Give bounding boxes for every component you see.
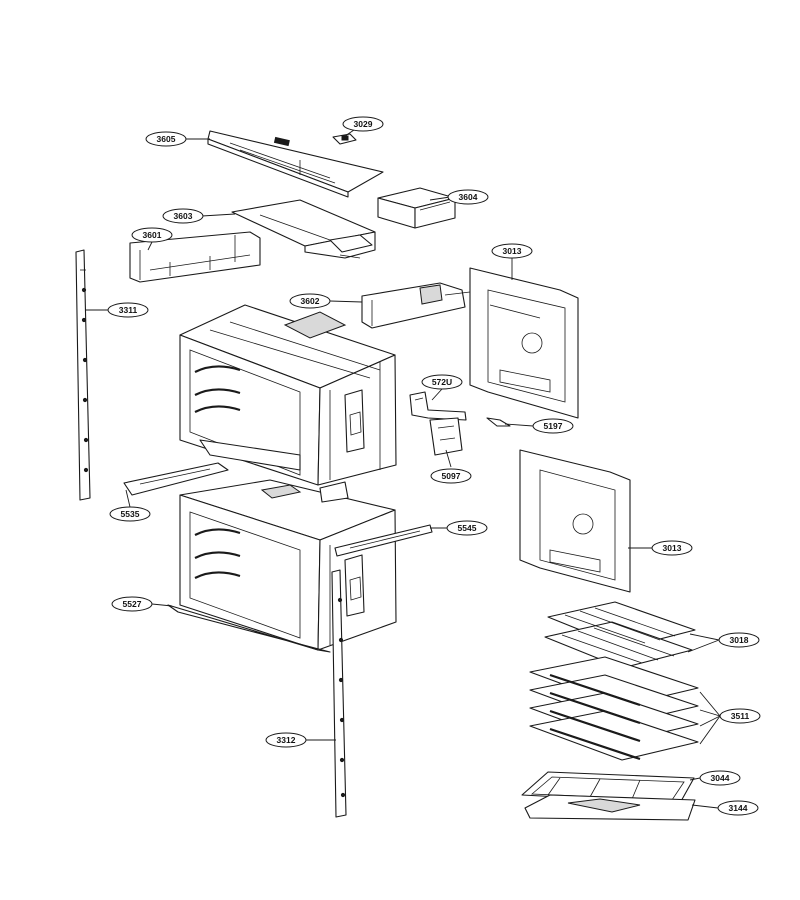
part-control-bracket bbox=[361, 282, 471, 329]
callout-3018: 3018 bbox=[718, 632, 760, 648]
part-top-cover bbox=[207, 130, 384, 198]
part-bracket-572u bbox=[409, 391, 467, 421]
callout-label: 5097 bbox=[442, 471, 461, 481]
part-left-rail bbox=[75, 249, 91, 501]
callout-3013-lower: 3013 bbox=[651, 540, 693, 556]
callout-5545: 5545 bbox=[446, 520, 488, 536]
part-lower-back-panel bbox=[519, 449, 631, 593]
callout-3044: 3044 bbox=[699, 770, 741, 786]
callout-label: 3602 bbox=[301, 296, 320, 306]
part-duct bbox=[377, 187, 456, 229]
part-lower-cavity bbox=[167, 479, 397, 653]
callout-3602: 3602 bbox=[289, 293, 331, 309]
part-rack-set-3511 bbox=[529, 656, 699, 761]
part-side-rail-5545 bbox=[334, 524, 433, 557]
callout-label: 3013 bbox=[663, 543, 682, 553]
part-top-panel bbox=[231, 199, 376, 259]
callout-label: 3604 bbox=[459, 192, 478, 202]
callout-5535: 5535 bbox=[109, 506, 151, 522]
callout-label: 3144 bbox=[729, 803, 748, 813]
part-mid-bracket bbox=[123, 462, 229, 496]
callout-3511: 3511 bbox=[719, 708, 761, 724]
leader-lines bbox=[86, 123, 721, 809]
callout-label: 3044 bbox=[711, 773, 730, 783]
callout-label: 3605 bbox=[157, 134, 176, 144]
part-upper-back-panel bbox=[469, 267, 579, 419]
callout-3013-upper: 3013 bbox=[491, 243, 533, 259]
callout-5197: 5197 bbox=[532, 418, 574, 434]
callout-label: 5527 bbox=[123, 599, 142, 609]
callout-572u: 572U bbox=[421, 374, 463, 390]
callout-label: 3018 bbox=[730, 635, 749, 645]
callout-label: 3511 bbox=[731, 711, 750, 721]
callout-3603: 3603 bbox=[162, 208, 204, 224]
callout-3311: 3311 bbox=[107, 302, 149, 318]
callout-3029: 3029 bbox=[342, 116, 384, 132]
part-board-5097 bbox=[429, 417, 463, 456]
callout-3605: 3605 bbox=[145, 131, 187, 147]
callout-label: 572U bbox=[432, 377, 452, 387]
part-rack-set-3018 bbox=[544, 601, 696, 669]
callout-label: 5545 bbox=[458, 523, 477, 533]
callout-label: 3013 bbox=[503, 246, 522, 256]
part-broil-pan bbox=[524, 794, 696, 821]
callout-label: 3601 bbox=[143, 230, 162, 240]
callout-3604: 3604 bbox=[447, 189, 489, 205]
part-clip-5197 bbox=[486, 417, 511, 427]
callout-label: 3603 bbox=[174, 211, 193, 221]
callout-label: 3312 bbox=[277, 735, 296, 745]
callout-3144: 3144 bbox=[717, 800, 759, 816]
callout-5097: 5097 bbox=[430, 468, 472, 484]
part-small-bracket bbox=[332, 133, 357, 145]
callout-label: 3029 bbox=[354, 119, 373, 129]
callout-label: 5535 bbox=[121, 509, 140, 519]
callout-3601: 3601 bbox=[131, 227, 173, 243]
callout-5527: 5527 bbox=[111, 596, 153, 612]
callout-label: 3311 bbox=[119, 305, 138, 315]
callout-label: 5197 bbox=[544, 421, 563, 431]
part-right-rail bbox=[331, 569, 347, 818]
part-back-panel bbox=[129, 231, 261, 283]
part-upper-cavity bbox=[179, 304, 397, 486]
callout-3312: 3312 bbox=[265, 732, 307, 748]
